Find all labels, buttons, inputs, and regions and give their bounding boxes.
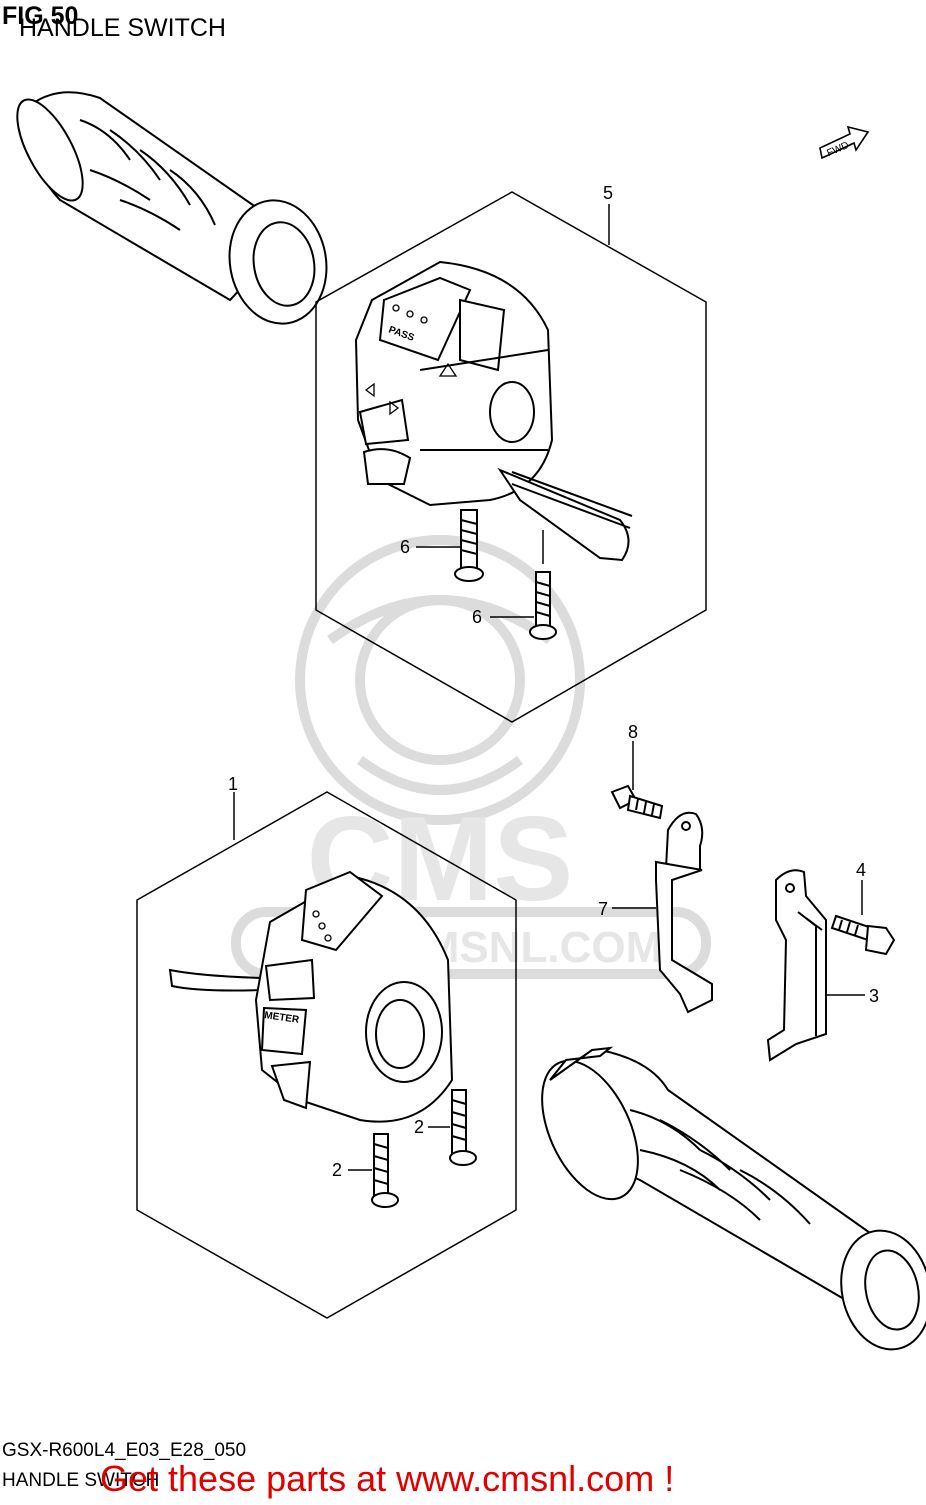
model-code: GSX-R600L4_E03_E28_050 (2, 1440, 247, 1461)
figure-number: FIG 50 (2, 2, 79, 30)
figure-title: HANDLE SWITCH (19, 14, 226, 42)
left-switch-markings: METER (264, 910, 332, 1026)
bolt-4 (830, 914, 896, 956)
callout-8: 8 (628, 722, 638, 742)
bracket-7 (655, 811, 713, 1014)
left-handle-switch (168, 870, 454, 1123)
hazard-icon (438, 362, 458, 377)
screw-6a (454, 509, 484, 582)
left-handle-grip (16, 91, 328, 325)
promo-link[interactable]: Get these parts at www.cmsnl.com ! (100, 1458, 675, 1499)
callout-labels: 5 6 6 1 8 7 4 3 2 2 (228, 183, 879, 1180)
callout-5: 5 (603, 183, 613, 203)
callout-6b: 6 (472, 607, 482, 627)
leader-lines (233, 204, 865, 1171)
callout-6a: 6 (400, 537, 410, 557)
watermark-logo (295, 535, 585, 825)
assembly-boundary-5 (315, 191, 707, 723)
right-handle-switch (354, 260, 633, 562)
bracket-3 (766, 869, 827, 1062)
screw-6b (529, 571, 557, 640)
callout-1: 1 (228, 774, 238, 794)
callout-2b: 2 (332, 1160, 342, 1180)
section-title: HANDLE SWITCH (2, 1470, 160, 1491)
meter-label: METER (264, 1010, 301, 1026)
bolt-8 (610, 784, 664, 820)
turn-signal-icon (364, 382, 400, 416)
screw-2b (371, 1133, 399, 1208)
callout-7: 7 (598, 899, 608, 919)
right-throttle-grip (541, 1046, 926, 1351)
callout-4: 4 (856, 860, 866, 880)
fwd-direction-icon: FWD (818, 125, 870, 159)
assembly-boundary-1 (136, 791, 517, 1319)
callout-2a: 2 (414, 1117, 424, 1137)
callout-3: 3 (869, 986, 879, 1006)
screw-2a (449, 1089, 477, 1166)
